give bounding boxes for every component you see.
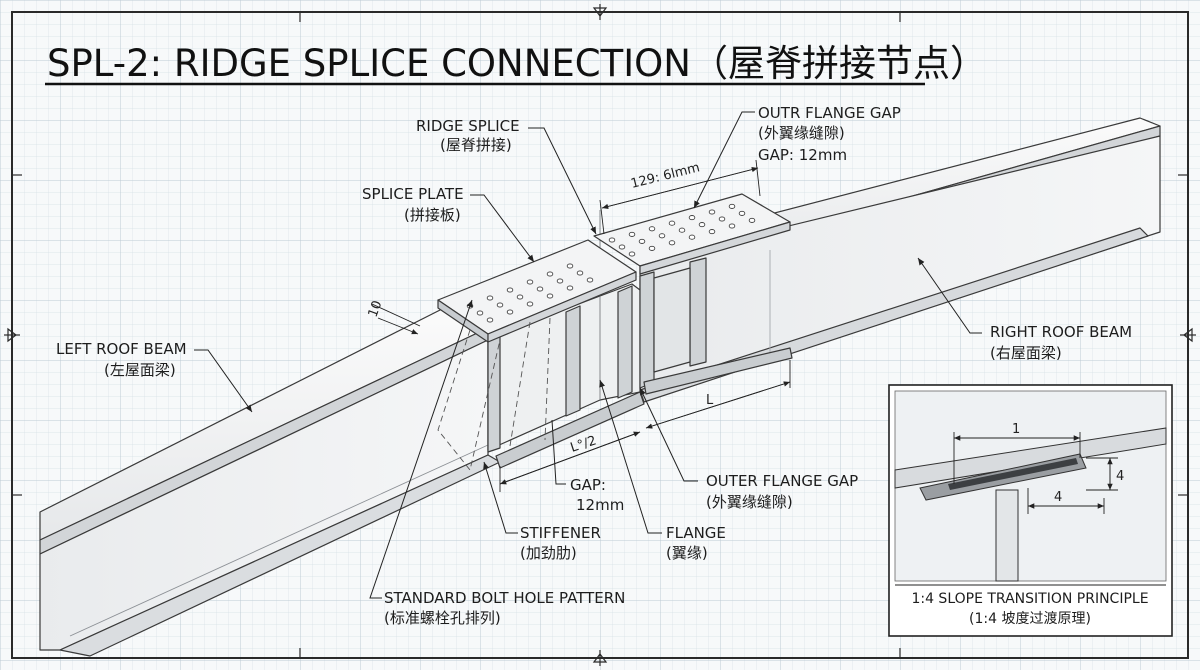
ridge-splice-cn: (屋脊拼接): [440, 136, 512, 154]
splice-plate-cn: (拼接板): [404, 206, 461, 224]
hidden-lines: [437, 317, 551, 472]
outer-flange-gap-label: OUTER FLANGE GAP: [706, 472, 858, 490]
bolt-hole: [526, 301, 534, 307]
bolt-hole: [486, 295, 494, 301]
left-roof-beam-label: LEFT ROOF BEAM: [56, 340, 187, 358]
flange-label: FLANGE: [666, 524, 726, 542]
stiffener-right: [639, 271, 655, 389]
bolt-hole: [648, 226, 656, 232]
outr-flange-gap-value: GAP: 12mm: [758, 146, 847, 164]
right-roof-beam-cn: (右屋面梁): [990, 344, 1062, 362]
bolt-hole: [506, 309, 514, 315]
bolt-hole: [618, 244, 626, 250]
stiffener-left: [487, 333, 501, 453]
bolt-hole: [728, 223, 736, 229]
ridge-splice-label: RIDGE SPLICE: [416, 117, 520, 135]
bolt-hole: [566, 263, 574, 269]
bolt-hole: [688, 234, 696, 240]
dimension-lines: [371, 159, 791, 492]
bolt-hole: [678, 227, 686, 233]
bolt-hole: [556, 278, 564, 284]
inset-title-cn: (1:4 坡度过渡原理): [969, 611, 1091, 627]
callout-labels: RIDGE SPLICE (屋脊拼接) SPLICE PLATE (拼接板) O…: [56, 104, 1132, 627]
stiffener-far-right: [689, 257, 707, 367]
bolt-hole: [496, 302, 504, 308]
splice-plate-label: SPLICE PLATE: [362, 185, 464, 203]
bolt-hole: [476, 310, 484, 316]
stiffener-label: STIFFENER: [520, 524, 601, 542]
bolt-hole: [638, 238, 646, 244]
bolt-hole: [566, 285, 574, 291]
inset-dim-bottom: 4: [1054, 490, 1062, 505]
bolt-hole: [486, 317, 494, 323]
bolt-hole: [536, 286, 544, 292]
bolt-hole: [738, 210, 746, 216]
left-roof-beam: [39, 305, 501, 657]
bolt-hole: [668, 240, 676, 246]
bolt-hole: [748, 217, 756, 223]
border-ticks: [4, 4, 1196, 666]
gap-value: 12mm: [576, 496, 624, 514]
bolt-hole: [576, 270, 584, 276]
bolt-hole: [698, 222, 706, 228]
bolt-hole: [728, 203, 736, 209]
bolt-hole: [506, 287, 514, 293]
right-roof-beam-label: RIGHT ROOF BEAM: [990, 323, 1132, 341]
outr-flange-gap-cn: (外翼缘缝隙): [758, 124, 845, 142]
bolt-pattern-label: STANDARD BOLT HOLE PATTERN: [384, 589, 625, 607]
bolt-hole: [688, 215, 696, 221]
bolt-hole: [526, 279, 534, 285]
bolt-hole: [586, 277, 594, 283]
leader-lines: [194, 111, 982, 599]
inset-title: 1:4 SLOPE TRANSITION PRINCIPLE: [911, 591, 1148, 607]
bolt-hole: [516, 294, 524, 300]
length-dimension: L: [706, 393, 714, 408]
bolt-hole: [708, 209, 716, 215]
bolt-hole: [668, 220, 676, 226]
bolt-edge-dimension: 10: [366, 299, 386, 320]
bolt-hole: [648, 245, 656, 251]
stiffener-mid-left: [565, 305, 581, 417]
outer-flange-gap-cn: (外翼缘缝隙): [706, 493, 793, 511]
bolt-hole: [608, 237, 616, 243]
splice-plate-left[interactable]: [437, 239, 637, 343]
bolt-hole: [718, 216, 726, 222]
inset-panel: 1 4 4 1:4 SLOPE TRANSITION PRINCIPLE (1:…: [888, 384, 1173, 637]
bolt-hole: [628, 231, 636, 237]
gap-label: GAP:: [570, 476, 606, 494]
bolt-hole: [658, 233, 666, 239]
bolt-hole: [708, 229, 716, 235]
stiffener-cn: (加劲肋): [520, 544, 577, 562]
inset-dim-top: 1: [1012, 422, 1020, 437]
outr-flange-gap-label: OUTR FLANGE GAP: [758, 104, 901, 122]
bolt-hole: [546, 293, 554, 299]
bolt-hole: [546, 271, 554, 277]
left-roof-beam-cn: (左屋面梁): [104, 361, 176, 379]
bolt-hole-group: [466, 203, 756, 323]
bolt-hole: [628, 251, 636, 257]
inset-dim-side: 4: [1116, 469, 1124, 484]
stiffener-mid-right: [617, 285, 633, 399]
page-title: SPL-2: RIDGE SPLICE CONNECTION（屋脊拼接节点）: [47, 42, 987, 85]
bolt-pattern-cn: (标准螺栓孔排列): [384, 609, 501, 627]
flange-cn: (翼缘): [666, 544, 708, 562]
